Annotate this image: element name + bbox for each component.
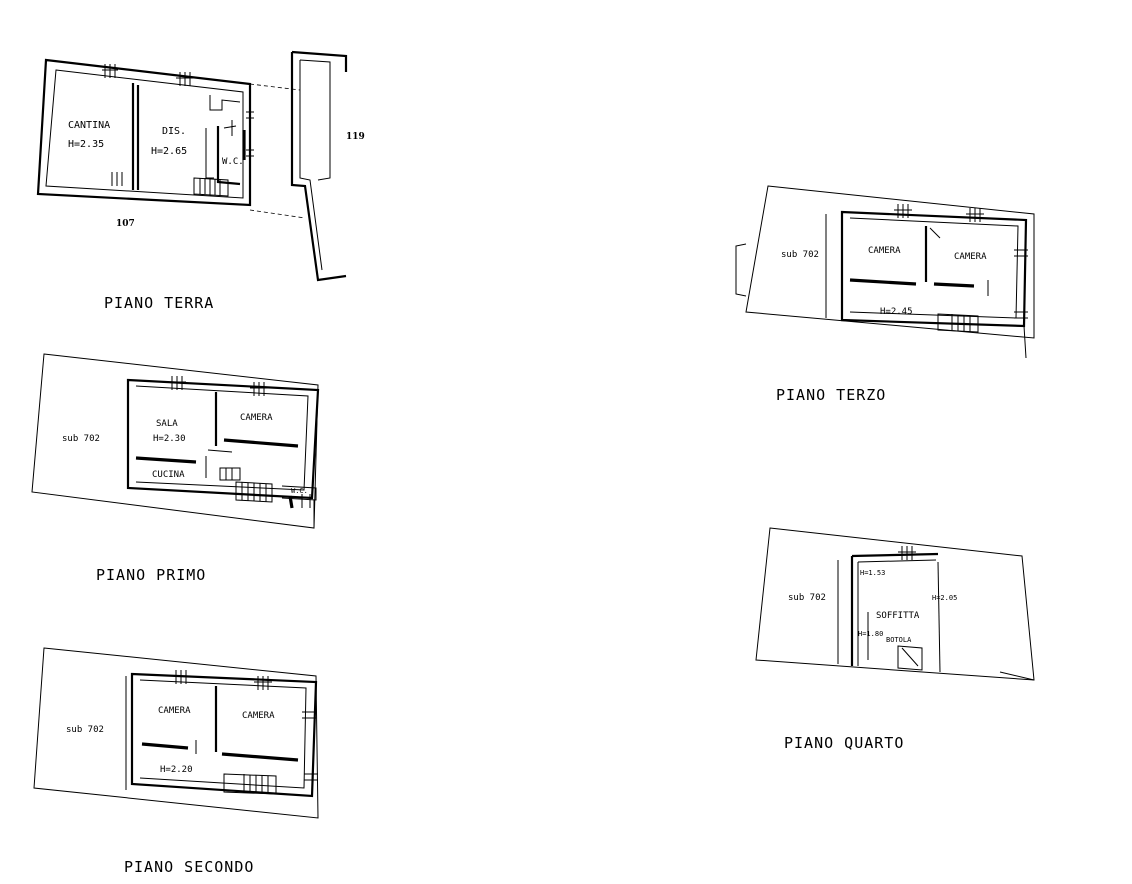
plan-piano-quarto: sub 702 H=1.53 H=2.05 SOFFITTA H=1.80 BO… [755, 527, 1035, 752]
plan-title-piano-terra: PIANO TERRA [104, 294, 214, 312]
plan-title-piano-primo: PIANO PRIMO [96, 566, 206, 584]
sub-702-label: sub 702 [788, 593, 826, 603]
plan-title-piano-quarto: PIANO QUARTO [784, 734, 904, 752]
plan-title-piano-secondo: PIANO SECONDO [124, 858, 254, 876]
room-dis-height: H=2.65 [151, 146, 187, 157]
height-label-1: H=1.53 [860, 569, 885, 577]
height-label-3: H=1.80 [858, 630, 883, 638]
sub-702-label: sub 702 [66, 725, 104, 735]
room-cantina-label: CANTINA [68, 120, 110, 131]
room-camera-1-label: CAMERA [158, 706, 191, 716]
room-height-label: H=2.20 [160, 765, 193, 775]
room-wc-label: W.C. [222, 157, 244, 167]
sub-702-label: sub 702 [62, 434, 100, 444]
room-camera-label: CAMERA [240, 413, 273, 423]
room-sala-label: SALA [156, 419, 178, 429]
room-height-label: H=2.45 [880, 307, 913, 317]
room-camera-2-label: CAMERA [954, 252, 987, 262]
parcel-119-label: 119 [346, 132, 365, 142]
room-camera-2-label: CAMERA [242, 711, 275, 721]
plan-piano-terra: CANTINA H=2.35 DIS. H=2.65 W.C. 107 119 … [36, 50, 365, 312]
room-cantina-height: H=2.35 [68, 139, 104, 150]
sub-702-label: sub 702 [781, 250, 819, 260]
room-soffitta-label: SOFFITTA [876, 611, 920, 621]
room-sala-height: H=2.30 [153, 434, 186, 444]
room-wc-label: W.C. [291, 487, 308, 495]
plan-piano-terzo: sub 702 CAMERA CAMERA H=2.45 PIANO TERZO [735, 185, 1035, 404]
plan-title-piano-terzo: PIANO TERZO [776, 386, 886, 404]
plan-piano-secondo: sub 702 CAMERA CAMERA H=2.20 PIANO SECON… [33, 647, 319, 876]
room-camera-1-label: CAMERA [868, 246, 901, 256]
room-dis-label: DIS. [162, 126, 186, 137]
height-label-2: H=2.05 [932, 594, 957, 602]
parcel-107-label: 107 [116, 219, 135, 229]
plan-piano-primo: sub 702 SALA H=2.30 CAMERA CUCINA W.C. P… [31, 353, 320, 584]
botola-label: BOTOLA [886, 636, 912, 644]
room-cucina-label: CUCINA [152, 470, 185, 480]
